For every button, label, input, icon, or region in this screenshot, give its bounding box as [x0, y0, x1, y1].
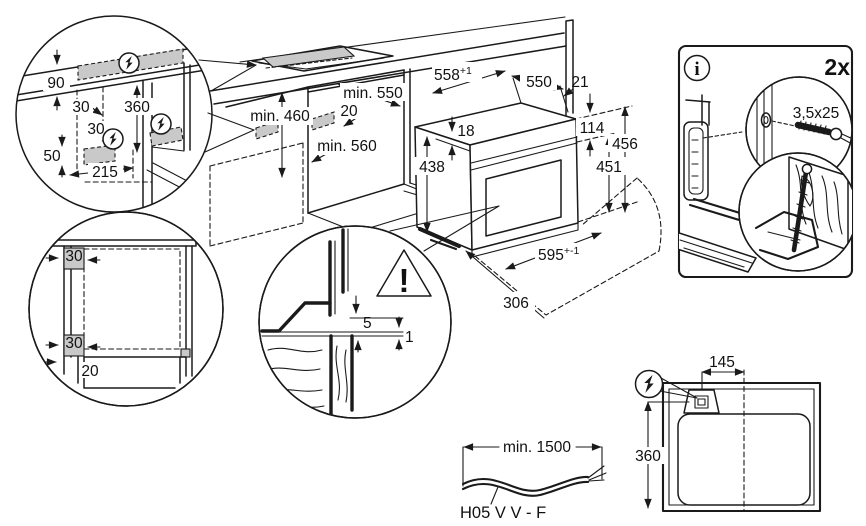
screw-size-label: 3,5x25 — [793, 105, 840, 122]
dim-306: 306 — [503, 295, 529, 312]
wall-right-edge — [565, 19, 574, 116]
dim-456: 456 — [612, 136, 638, 153]
fixing-detail — [738, 152, 852, 272]
dim-30-front-top: 30 — [65, 248, 83, 265]
callout-connection-detail: 90 30 360 30 50 215 — [15, 15, 213, 213]
oven-door-window — [485, 159, 562, 237]
dim-114: 114 — [580, 120, 605, 137]
open-door — [679, 231, 757, 273]
screw-leader-line — [702, 131, 743, 139]
callout-pointer-panel — [204, 112, 255, 153]
dim-215: 215 — [92, 164, 118, 181]
clearance-zone-shade — [63, 334, 85, 357]
dim-min-460: min. 460 — [250, 108, 310, 125]
cable-icon — [461, 465, 607, 497]
dim-595: 595+-1 — [538, 245, 580, 264]
oven-rack-marks — [691, 139, 699, 189]
dim-558: 558+1 — [434, 65, 472, 84]
dim-145: 145 — [709, 354, 735, 371]
hob-cutout — [251, 45, 394, 72]
appliance-trim-section — [260, 301, 332, 333]
niche-dimensions: min. 550 20 min. 460 min. 560 — [248, 83, 406, 178]
mains-cable: min. 1500 H05 V V - F — [460, 439, 607, 522]
hob-connection-shade — [261, 46, 356, 68]
dim-min-560: min. 560 — [317, 138, 377, 155]
oven-dimensions: 558+1 550 21 18 438 114 456 451 595+-1 3… — [414, 62, 643, 319]
mounting-bracket — [754, 210, 820, 261]
power-icon — [634, 369, 698, 399]
cabinet-hidden-lines — [209, 142, 304, 247]
mounting-info-box: 3,5x25 — [677, 44, 854, 279]
quantity-label: 2x — [824, 54, 850, 80]
dim-30-top: 30 — [72, 99, 90, 116]
power-icon — [118, 52, 140, 74]
callout-pointer-gap — [389, 205, 500, 252]
cable-length-label: min. 1500 — [503, 439, 571, 456]
oven-control-panel — [470, 136, 578, 171]
svg-text:!: ! — [399, 262, 410, 299]
dim-360: 360 — [124, 99, 150, 116]
dim-550: 550 — [526, 74, 552, 91]
dim-438: 438 — [419, 159, 445, 176]
dim-451: 451 — [596, 159, 622, 176]
clearance-zone-shade — [63, 247, 85, 270]
terminal-box — [683, 389, 720, 414]
dim-90: 90 — [47, 75, 65, 92]
dim-18: 18 — [457, 123, 474, 140]
callout-front-view: 30 30 20 — [28, 211, 224, 407]
warning-icon: ! — [376, 249, 432, 299]
dim-21: 21 — [571, 74, 588, 91]
callout-gap-detail: 5 1 ! — [258, 225, 452, 419]
dim-min-550: min. 550 — [343, 85, 403, 102]
dim-20-front: 20 — [81, 363, 99, 380]
dim-360-rear: 360 — [635, 448, 661, 465]
dim-30-mid: 30 — [87, 121, 105, 138]
info-icon: i — [683, 54, 711, 82]
power-icon — [150, 113, 172, 135]
callout-pointer-top — [198, 59, 257, 92]
dim-50: 50 — [43, 148, 61, 165]
counter-front-top-edge — [209, 32, 565, 92]
dim-20-niche: 20 — [340, 103, 358, 120]
niche-connection-shade — [311, 111, 335, 131]
screw-hole — [760, 112, 772, 128]
cable-type-label: H05 V V - F — [460, 504, 546, 522]
dim-1: 1 — [405, 329, 414, 346]
worktop-wood-section — [261, 334, 354, 418]
svg-text:i: i — [694, 59, 699, 80]
rear-view: 145 360 — [631, 354, 822, 513]
cabinet-sides — [63, 245, 193, 377]
screw-icon — [794, 120, 852, 145]
counter-front-bottom-edge — [213, 45, 567, 105]
dim-5: 5 — [363, 315, 372, 332]
screw-in-bracket — [790, 163, 813, 253]
oven-open-door-view — [679, 94, 788, 273]
dim-30-front-bottom: 30 — [65, 335, 83, 352]
power-icon — [102, 128, 124, 150]
